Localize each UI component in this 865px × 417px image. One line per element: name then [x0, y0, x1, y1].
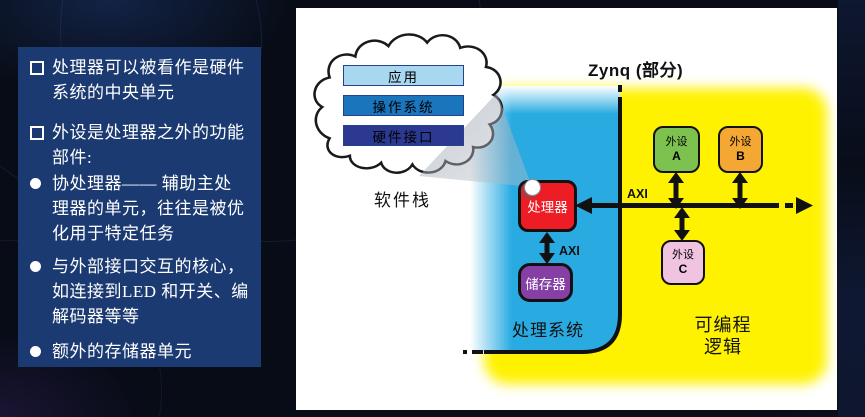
peripheral-b-box: 外设 B [718, 126, 763, 173]
stack-layer-hw-interface: 硬件接口 [343, 125, 464, 146]
bullet-text: 与外部接口交互的核心， 如连接到LED 和开关、编 解码器等等 [52, 257, 249, 326]
bullet-item: 额外的存储器单元 [30, 339, 261, 364]
stack-layer-label: 操作系统 [372, 99, 435, 115]
bullet-text: 处理器可以被看作是硬件 系统的中央单元 [52, 58, 245, 102]
circle-bullet-icon [30, 346, 41, 357]
circle-bullet-icon [30, 178, 41, 189]
arrow-peripheral-a [668, 172, 684, 209]
beam-pointer-dot [524, 179, 541, 196]
memory-box: 储存器 [518, 263, 573, 302]
bullet-item: 与外部接口交互的核心， 如连接到LED 和开关、编 解码器等等 [30, 254, 261, 329]
bullet-item: 外设是处理器之外的功能 部件: [30, 120, 261, 170]
region-border [484, 104, 622, 354]
peripheral-letter: C [678, 262, 688, 276]
axi-bus-right-arrowhead [796, 197, 813, 214]
processing-system-caption: 处理系统 [512, 321, 584, 340]
peripheral-letter: B [736, 149, 745, 163]
stack-layer-os: 操作系统 [343, 95, 464, 116]
arrow-peripheral-b [732, 172, 748, 209]
diagram-panel: Zynq (部分) 应用 操作系统 硬件接口 软件栈 处理器 储存器 AXI A… [296, 8, 837, 410]
stack-layer-application: 应用 [343, 65, 464, 86]
programmable-logic-caption: 可编程 逻辑 [694, 315, 752, 357]
bullet-text: 协处理器—— 辅助主处 理器的单元，往往是被优 化用于特定任务 [52, 174, 245, 243]
stack-layer-label: 硬件接口 [372, 129, 435, 145]
square-bullet-icon [30, 61, 44, 75]
peripheral-a-box: 外设 A [653, 126, 700, 173]
peripheral-c-box: 外设 C [661, 240, 705, 285]
peripheral-letter: A [672, 149, 681, 163]
memory-label: 储存器 [525, 276, 566, 292]
peripheral-name: 外设 [672, 249, 694, 261]
axi-vertical-label: AXI [559, 244, 580, 258]
bullet-item: 协处理器—— 辅助主处 理器的单元，往往是被优 化用于特定任务 [30, 171, 261, 246]
processor-label: 处理器 [527, 200, 568, 215]
circle-bullet-icon [30, 261, 41, 272]
background-strip [838, 0, 865, 417]
diagram-title: Zynq (部分) [588, 61, 684, 80]
projection-beam [419, 93, 532, 187]
stack-layer-label: 应用 [388, 69, 419, 85]
arrow-peripheral-c [674, 207, 690, 241]
peripheral-name: 外设 [729, 136, 752, 148]
axi-bus-label: AXI [627, 187, 648, 201]
bullet-item: 处理器可以被看作是硬件 系统的中央单元 [30, 55, 261, 105]
bullet-text: 额外的存储器单元 [52, 342, 192, 361]
software-stack-caption: 软件栈 [374, 191, 431, 210]
bullet-panel: 处理器可以被看作是硬件 系统的中央单元 外设是处理器之外的功能 部件: 协处理器… [18, 47, 261, 367]
bullet-text: 外设是处理器之外的功能 部件: [52, 123, 245, 167]
arrow-processor-memory [539, 232, 555, 264]
axi-bus-left-arrowhead [575, 197, 592, 214]
peripheral-name: 外设 [665, 136, 688, 148]
square-bullet-icon [30, 126, 44, 140]
